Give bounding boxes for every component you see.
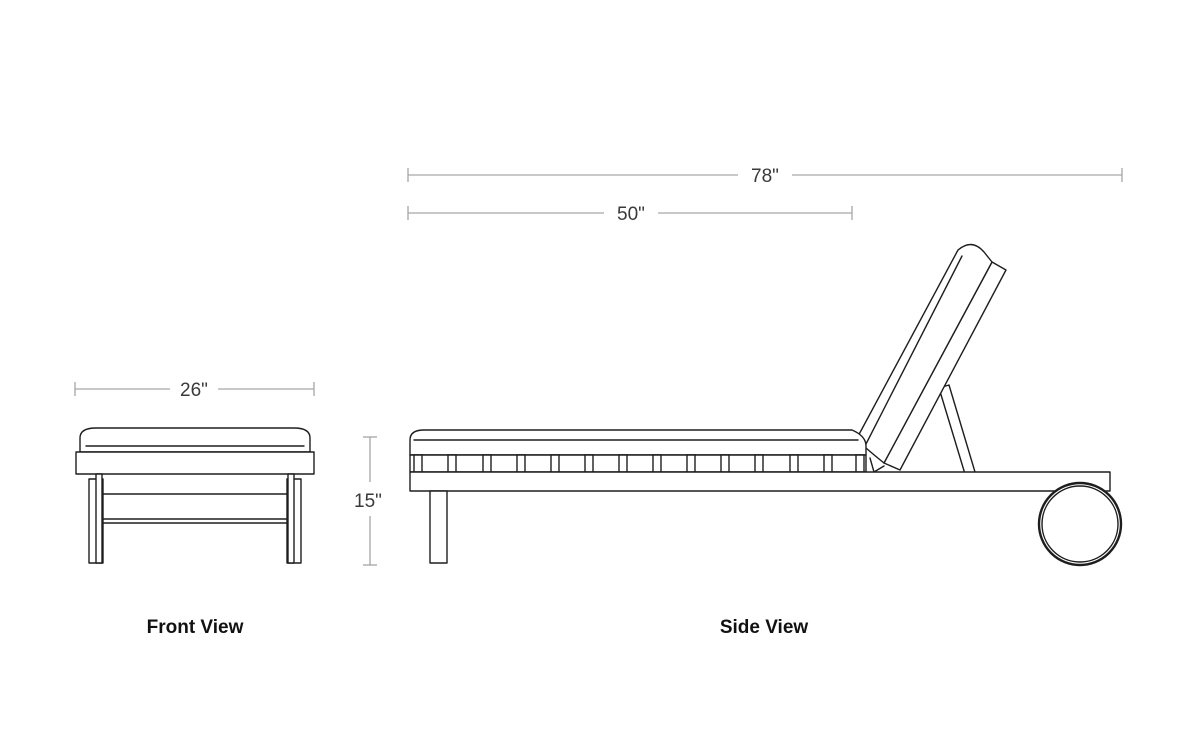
side-frame-rail xyxy=(409,471,1111,492)
dimension-width: 26" xyxy=(74,380,315,401)
back-support-strut xyxy=(938,384,976,475)
front-view-caption: Front View xyxy=(147,617,244,638)
seat-slats xyxy=(413,454,865,473)
seat-length-label: 50" xyxy=(617,204,645,225)
backrest-cushion xyxy=(855,243,993,464)
wheel xyxy=(1037,481,1123,567)
seat-cushion xyxy=(409,429,867,456)
side-leg xyxy=(429,490,448,564)
front-view xyxy=(75,427,315,564)
side-view xyxy=(409,243,1123,567)
front-cushion xyxy=(79,427,311,453)
front-frame-rail xyxy=(75,451,315,475)
width-label: 26" xyxy=(180,380,208,401)
dimension-height: 15" xyxy=(354,436,382,566)
height-label: 15" xyxy=(354,491,382,512)
overall-length-label: 78" xyxy=(751,166,779,187)
dimension-overall-length: 78" xyxy=(407,166,1123,187)
dimension-seat-length: 50" xyxy=(407,204,853,225)
side-view-caption: Side View xyxy=(720,617,809,638)
